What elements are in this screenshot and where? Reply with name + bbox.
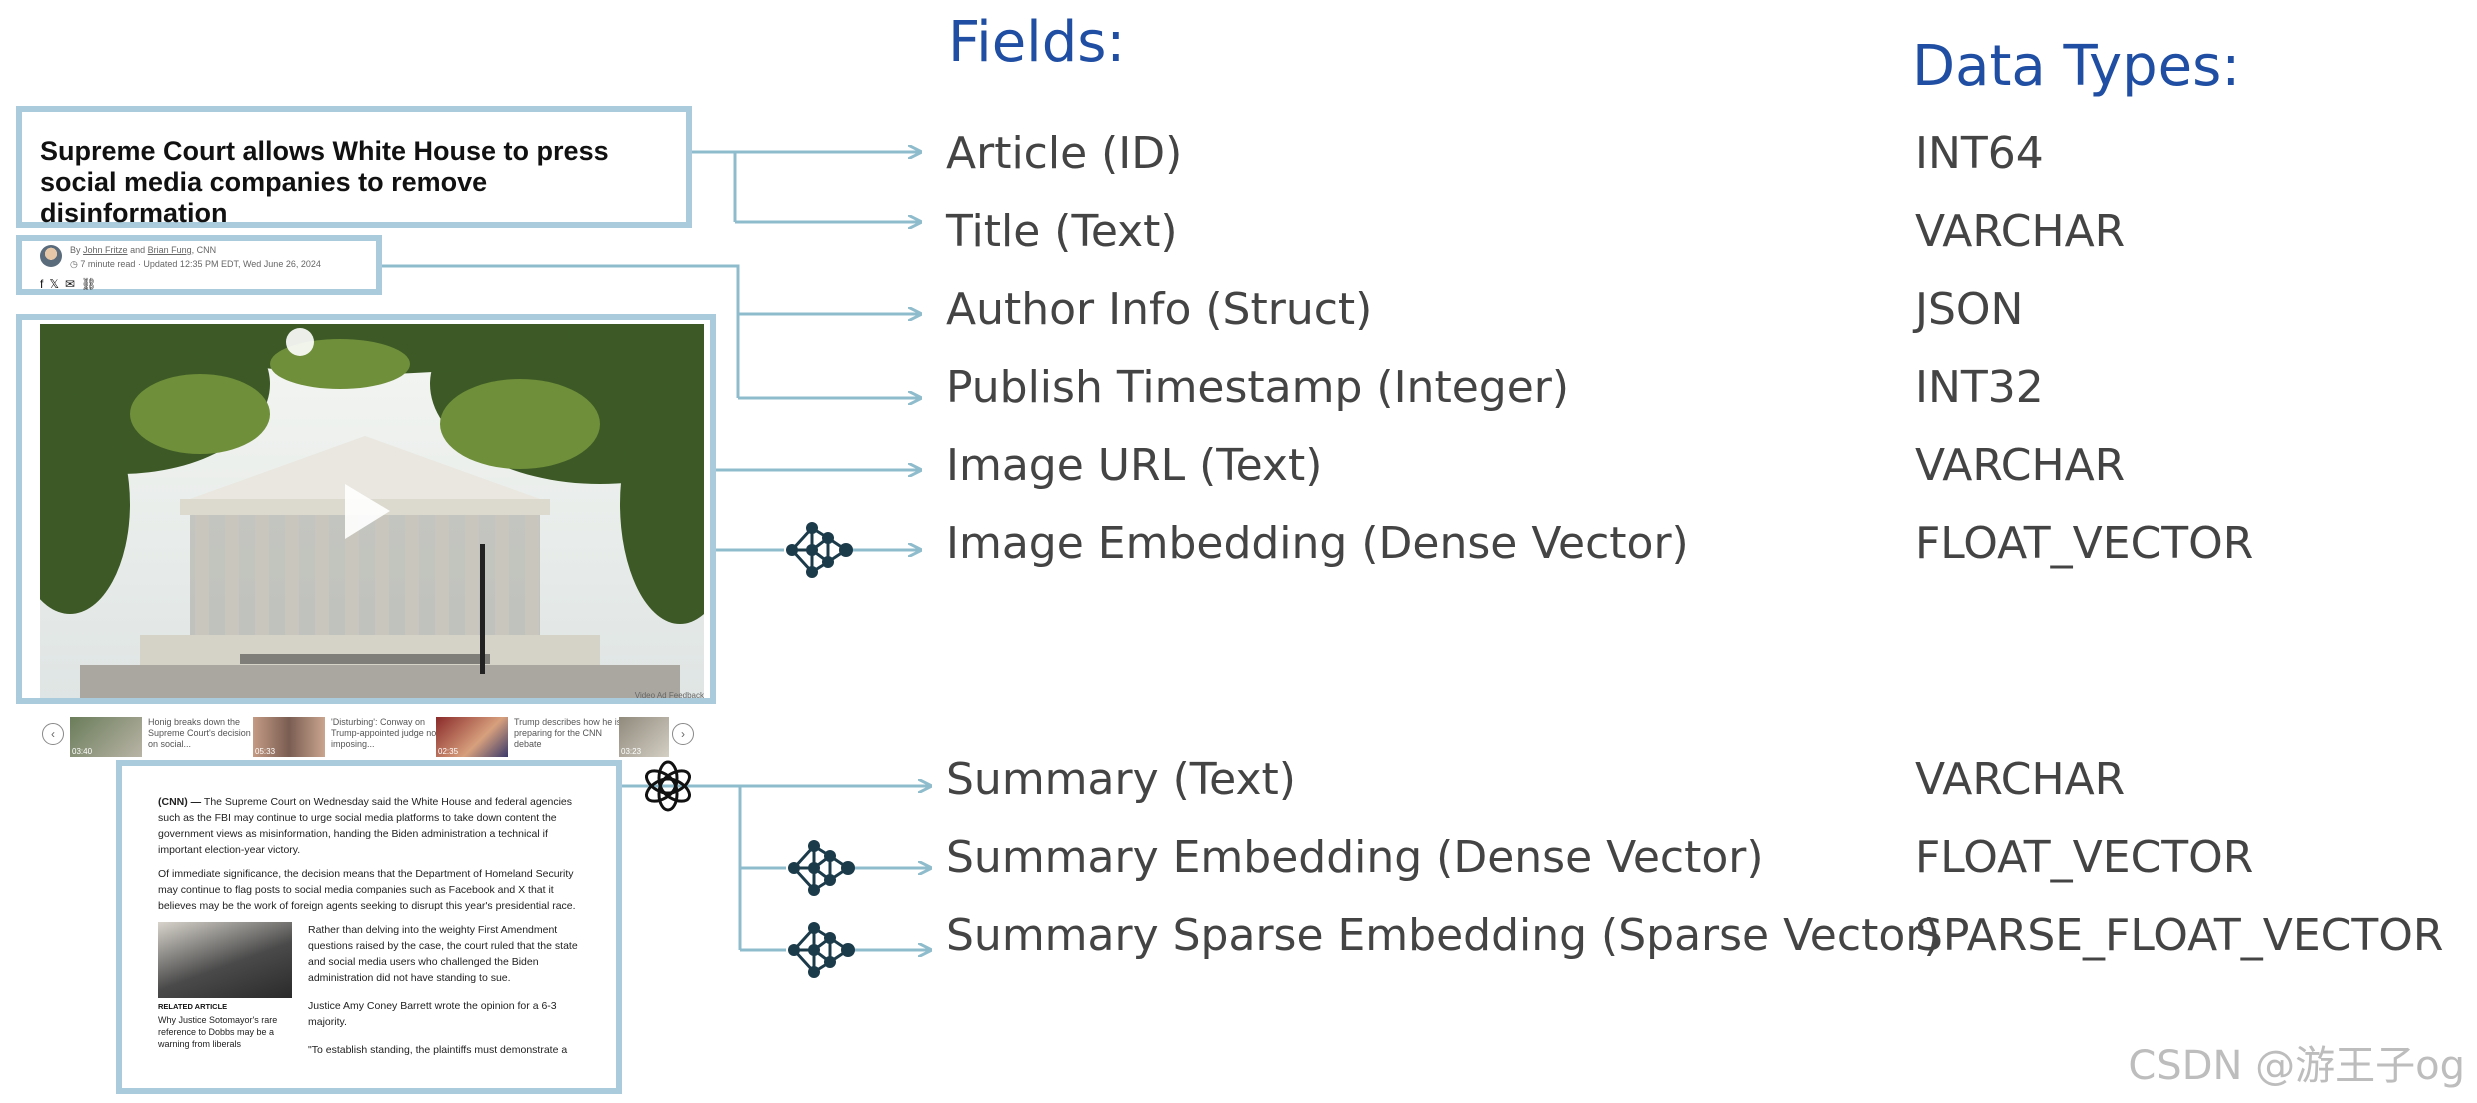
carousel-prev-icon[interactable]: ‹ (42, 723, 64, 745)
mail-icon[interactable]: ✉ (65, 277, 82, 291)
field-title: Title (Text) (946, 206, 1178, 257)
type-summary-sparse-embedding: SPARSE_FLOAT_VECTOR (1915, 910, 2444, 961)
x-icon[interactable]: 𝕏 (49, 277, 66, 291)
related-article-title[interactable]: Why Justice Sotomayor's rare reference t… (158, 1015, 278, 1049)
facebook-icon[interactable]: f (40, 277, 50, 291)
summary-paragraph-4: Justice Amy Coney Barrett wrote the opin… (308, 1000, 557, 1028)
field-summary: Summary (Text) (946, 754, 1296, 805)
type-summary-embedding: FLOAT_VECTOR (1915, 832, 2254, 883)
link-icon[interactable]: ⛓ (81, 277, 103, 291)
summary-paragraph-2: Of immediate significance, the decision … (158, 868, 576, 912)
summary-paragraph-3: Rather than delving into the weighty Fir… (308, 924, 578, 984)
field-summary-sparse-embedding: Summary Sparse Embedding (Sparse Vector) (946, 910, 1941, 961)
author-link-2[interactable]: Brian Fung (147, 245, 192, 255)
neural-network-icon (784, 520, 855, 580)
type-summary: VARCHAR (1915, 754, 2126, 805)
type-article-id: INT64 (1915, 128, 2044, 179)
summary-paragraph-5: "To establish standing, the plaintiffs m… (308, 1044, 568, 1056)
publish-meta: ◷ 7 minute read · Updated 12:35 PM EDT, … (70, 259, 321, 269)
field-author-info: Author Info (Struct) (946, 284, 1373, 335)
type-image-embedding: FLOAT_VECTOR (1915, 518, 2254, 569)
field-image-url: Image URL (Text) (946, 440, 1323, 491)
data-types-heading: Data Types: (1912, 34, 2241, 99)
article-image[interactable] (40, 324, 704, 698)
type-image-url: VARCHAR (1915, 440, 2126, 491)
author-info-box: By John Fritze and Brian Fung, CNN ◷ 7 m… (16, 235, 382, 295)
article-image-box: Video Ad Feedback (16, 314, 716, 704)
watermark: CSDN @游王子og (2128, 1043, 2465, 1089)
play-icon[interactable] (345, 484, 390, 539)
neural-network-icon (786, 838, 857, 898)
author-avatar (40, 245, 62, 267)
type-title: VARCHAR (1915, 206, 2126, 257)
byline: By John Fritze and Brian Fung, CNN (70, 245, 217, 255)
video-ad-feedback[interactable]: Video Ad Feedback (634, 691, 704, 700)
field-publish-timestamp: Publish Timestamp (Integer) (946, 362, 1570, 413)
share-icons: f𝕏✉⛓ (40, 277, 102, 291)
field-image-embedding: Image Embedding (Dense Vector) (946, 518, 1689, 569)
field-summary-embedding: Summary Embedding (Dense Vector) (946, 832, 1764, 883)
field-article-id: Article (ID) (946, 128, 1183, 179)
related-article-label: RELATED ARTICLE (158, 1002, 228, 1011)
related-article-image[interactable] (158, 922, 292, 998)
article-title-box: Supreme Court allows White House to pres… (16, 106, 692, 228)
neural-network-icon (786, 920, 857, 980)
author-link-1[interactable]: John Fritze (83, 245, 128, 255)
type-author-info: JSON (1915, 284, 2024, 335)
clock-icon: ◷ (70, 259, 78, 269)
llm-icon (645, 760, 691, 812)
fields-heading: Fields: (948, 10, 1126, 75)
related-video-4[interactable]: 03:23 (619, 717, 669, 757)
type-publish-timestamp: INT32 (1915, 362, 2044, 413)
carousel-next-icon[interactable]: › (672, 723, 694, 745)
summary-paragraph-1: (CNN) — The Supreme Court on Wednesday s… (158, 796, 573, 856)
article-headline: Supreme Court allows White House to pres… (40, 136, 609, 228)
summary-box: (CNN) — The Supreme Court on Wednesday s… (116, 760, 622, 1094)
